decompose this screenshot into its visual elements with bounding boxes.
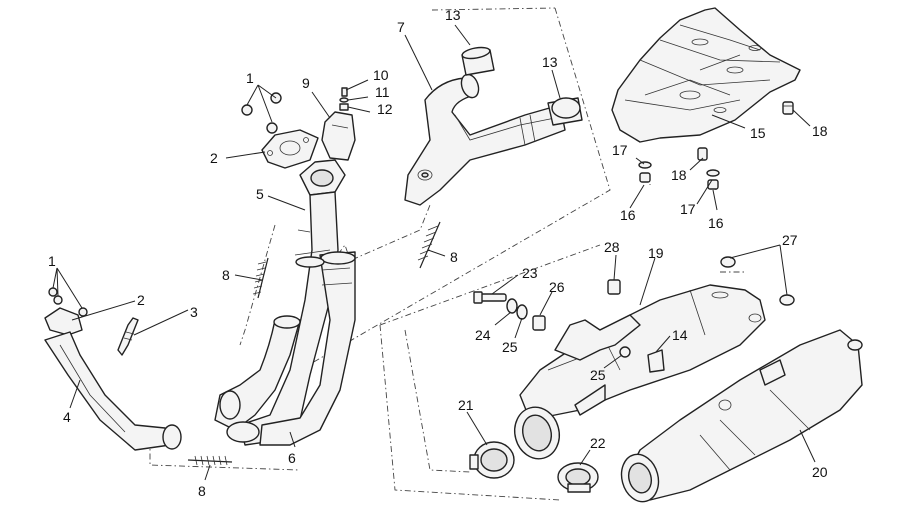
callout-13: 13 [542, 54, 558, 70]
callout-16: 16 [708, 215, 724, 231]
callout-6: 6 [288, 450, 296, 466]
callout-19: 19 [648, 245, 664, 261]
callout-5: 5 [256, 186, 264, 202]
clip-part-14 [647, 349, 665, 373]
callout-4: 4 [63, 409, 71, 425]
washer-part-11 [339, 97, 349, 103]
header-pipe-part-6 [214, 191, 356, 446]
callout-10: 10 [373, 67, 389, 83]
callout-8: 8 [198, 483, 206, 499]
washer-part-17-a [638, 161, 652, 169]
callout-20: 20 [812, 464, 828, 480]
flange-part-right-head [299, 159, 346, 196]
nut-part-1-top-c [266, 122, 278, 134]
nut-part-16-a [639, 172, 651, 183]
callout-9: 9 [302, 75, 310, 91]
callout-8: 8 [222, 267, 230, 283]
callout-24: 24 [475, 327, 491, 343]
grommet-part-27-b [779, 294, 795, 306]
washer-part-24 [506, 298, 518, 314]
callout-15: 15 [750, 125, 766, 141]
callout-21: 21 [458, 397, 474, 413]
y-pipe-part-7 [404, 73, 566, 206]
sleeve-part-13-b [547, 97, 583, 126]
washer-part-17-b [706, 169, 720, 177]
callout-labels: 1 2 5 9 10 11 12 7 13 13 15 18 18 17 17 … [48, 7, 828, 499]
callout-3: 3 [190, 304, 198, 320]
callout-22: 22 [590, 435, 606, 451]
assembly-dash-lines [149, 7, 745, 501]
callout-11: 11 [375, 84, 390, 100]
sleeve-part-13-a [461, 46, 495, 76]
callout-27: 27 [782, 232, 798, 248]
callout-14: 14 [672, 327, 688, 343]
callout-26: 26 [549, 279, 565, 295]
grommet-part-28 [607, 279, 621, 295]
bolt-part-23 [473, 291, 507, 304]
header-pipe-part-4 [44, 331, 182, 451]
heat-shield-part-15 [611, 7, 801, 143]
callout-18: 18 [671, 167, 687, 183]
callout-17: 17 [612, 142, 628, 158]
callout-25: 25 [502, 339, 518, 355]
flange-part-2-left [44, 307, 83, 336]
callout-8: 8 [450, 249, 458, 265]
washer-part-25-a [516, 304, 528, 320]
silencer-part-19 [514, 284, 766, 460]
callout-2: 2 [210, 150, 218, 166]
callout-28: 28 [604, 239, 620, 255]
spring-part-8-left [252, 257, 269, 299]
grommet-part-27-a [720, 256, 736, 268]
flange-gasket-part-2-top [261, 129, 319, 169]
callout-2: 2 [137, 292, 145, 308]
callout-7: 7 [397, 19, 405, 35]
washer-part-25-b [619, 346, 631, 358]
silencer-part-20 [620, 329, 863, 503]
leader-lines [52, 24, 816, 481]
heat-guard-part-9 [321, 111, 356, 161]
callout-17: 17 [680, 201, 696, 217]
lambda-sensor-part-3 [117, 317, 139, 356]
screw-part-18-a [782, 101, 794, 115]
callout-23: 23 [522, 265, 538, 281]
nut-part-1-top-a [241, 104, 253, 116]
clamp-part-22 [557, 462, 599, 493]
nut-part-1-left-a [48, 287, 58, 297]
callout-1: 1 [48, 253, 56, 269]
spacer-part-26 [532, 315, 546, 331]
nut-part-1-left-c [78, 307, 88, 317]
spring-part-8-bottom [187, 455, 233, 466]
screw-part-18-b [697, 147, 708, 161]
callout-18: 18 [812, 123, 828, 139]
callout-12: 12 [377, 101, 393, 117]
clamp-part-21 [469, 441, 515, 479]
callout-25: 25 [590, 367, 606, 383]
nut-part-12 [339, 103, 349, 111]
callout-16: 16 [620, 207, 636, 223]
nut-part-1-left-b [53, 295, 63, 305]
callout-1: 1 [246, 70, 254, 86]
spring-part-8-upper [417, 221, 441, 269]
callout-13: 13 [445, 7, 461, 23]
bolt-part-10 [341, 87, 348, 97]
